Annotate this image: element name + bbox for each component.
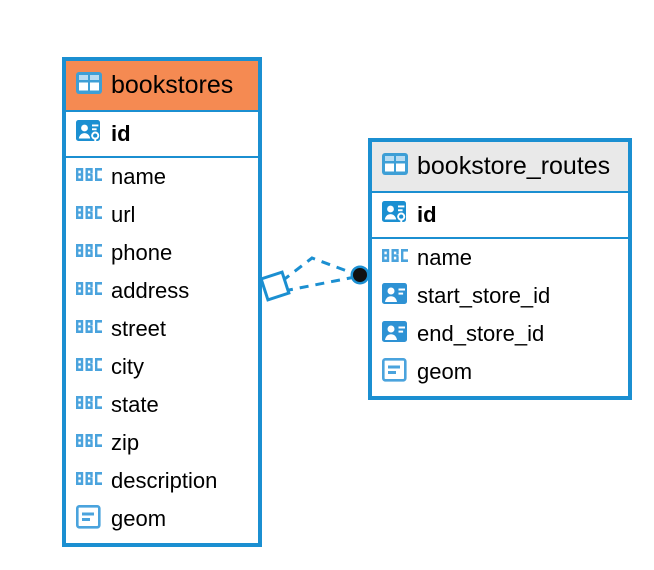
foreign-key-icon bbox=[382, 282, 408, 310]
entity-pk-section-bookstores: id bbox=[66, 112, 258, 158]
geometry-icon bbox=[75, 504, 102, 534]
field-label: zip bbox=[111, 430, 140, 455]
foreign-key-icon bbox=[382, 320, 408, 348]
field-label: id bbox=[111, 121, 131, 146]
entity-title: bookstores bbox=[111, 71, 234, 99]
field-label: phone bbox=[111, 240, 173, 265]
table-icon bbox=[76, 72, 102, 99]
text-abc-icon bbox=[76, 433, 102, 453]
field-label: geom bbox=[417, 359, 473, 384]
text-abc-icon bbox=[382, 248, 408, 268]
field-row-name[interactable]: name bbox=[372, 239, 628, 277]
field-label: start_store_id bbox=[417, 283, 551, 308]
text-abc-icon bbox=[76, 395, 102, 415]
field-row-end-store-id[interactable]: end_store_id bbox=[372, 315, 628, 353]
field-label: url bbox=[111, 202, 136, 227]
relationship-source-diamond-icon bbox=[259, 270, 291, 302]
entity-header-bookstore-routes[interactable]: bookstore_routes bbox=[372, 142, 628, 193]
relationship-line-upper bbox=[281, 256, 356, 283]
field-row-start-store-id[interactable]: start_store_id bbox=[372, 277, 628, 315]
entity-pk-section-bookstore-routes: id bbox=[372, 193, 628, 239]
relationship-line-lower bbox=[283, 275, 356, 293]
entity-title: bookstore_routes bbox=[417, 152, 611, 180]
field-label: end_store_id bbox=[417, 321, 545, 346]
field-row-geom[interactable]: geom bbox=[66, 500, 258, 538]
field-label: street bbox=[111, 316, 167, 341]
text-abc-icon bbox=[76, 281, 102, 301]
field-row-name[interactable]: name bbox=[66, 158, 258, 196]
field-row-description[interactable]: description bbox=[66, 462, 258, 500]
primary-key-icon bbox=[382, 200, 408, 231]
field-label: geom bbox=[111, 506, 167, 531]
entity-header-bookstores[interactable]: bookstores bbox=[66, 61, 258, 112]
text-abc-icon bbox=[76, 357, 102, 377]
entity-bookstores[interactable]: bookstores id bbox=[62, 57, 262, 547]
field-row-id[interactable]: id bbox=[66, 112, 258, 156]
primary-key-icon bbox=[76, 119, 102, 150]
field-label: description bbox=[111, 468, 218, 493]
field-row-zip[interactable]: zip bbox=[66, 424, 258, 462]
field-label: id bbox=[417, 202, 437, 227]
field-row-id[interactable]: id bbox=[372, 193, 628, 237]
field-row-geom[interactable]: geom bbox=[372, 353, 628, 391]
field-label: name bbox=[111, 164, 167, 189]
text-abc-icon bbox=[76, 167, 102, 187]
entity-fields-bookstores: name url phone address street city state zip des… bbox=[66, 158, 258, 538]
field-label: name bbox=[417, 245, 473, 270]
field-row-state[interactable]: state bbox=[66, 386, 258, 424]
field-label: state bbox=[111, 392, 159, 417]
field-row-city[interactable]: city bbox=[66, 348, 258, 386]
entity-bookstore-routes[interactable]: bookstore_routes id bbox=[368, 138, 632, 400]
field-label: address bbox=[111, 278, 190, 303]
field-row-url[interactable]: url bbox=[66, 196, 258, 234]
text-abc-icon bbox=[76, 243, 102, 263]
text-abc-icon bbox=[76, 319, 102, 339]
field-row-phone[interactable]: phone bbox=[66, 234, 258, 272]
geometry-icon bbox=[381, 357, 408, 387]
field-row-address[interactable]: address bbox=[66, 272, 258, 310]
text-abc-icon bbox=[76, 471, 102, 491]
text-abc-icon bbox=[76, 205, 102, 225]
table-icon bbox=[382, 153, 408, 180]
field-label: city bbox=[111, 354, 144, 379]
field-row-street[interactable]: street bbox=[66, 310, 258, 348]
relationship-target-circle-icon bbox=[350, 265, 370, 285]
